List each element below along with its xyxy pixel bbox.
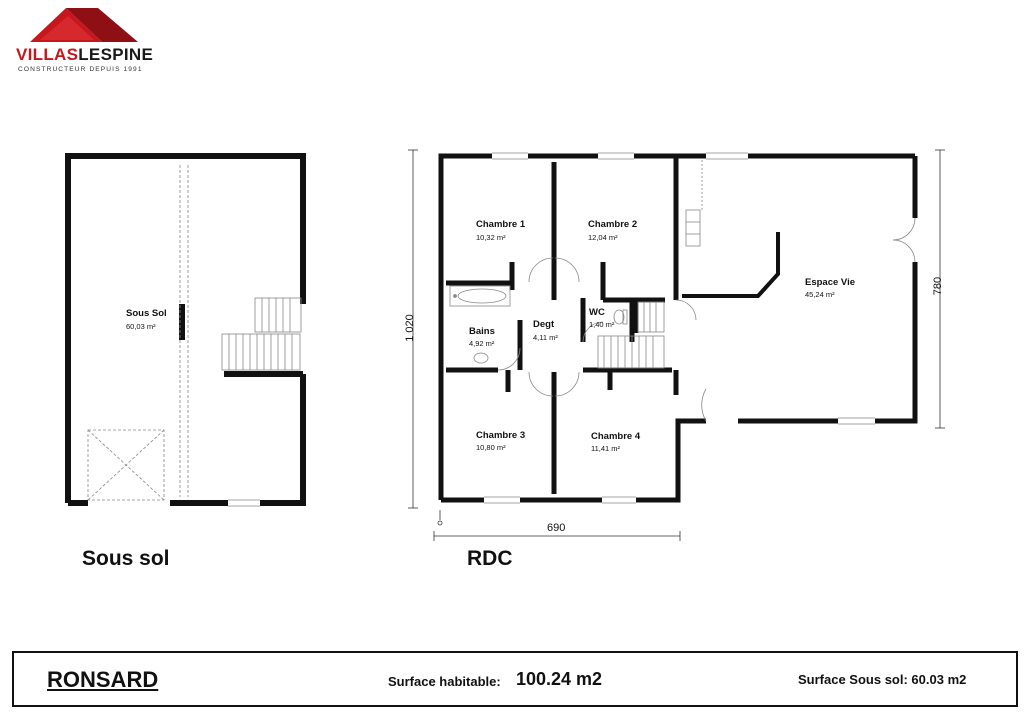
room-area-chambre-4: 11,41 m² (591, 444, 621, 453)
rdc-plan (408, 149, 945, 541)
plan-title-sous-sol: Sous sol (82, 547, 170, 570)
dimension-height-right: 780 (932, 276, 944, 296)
room-area-chambre-2: 12,04 m² (588, 233, 618, 242)
sous-sol-plan (65, 153, 306, 507)
room-name-wc: WC (589, 307, 605, 318)
surface-habitable-value: 100.24 m2 (516, 669, 603, 689)
dimension-lines (408, 149, 945, 541)
room-name-espace-vie: Espace Vie (805, 277, 856, 288)
dimension-width: 690 (547, 522, 566, 534)
room-area-chambre-1: 10,32 m² (476, 233, 506, 242)
brand-name-part1: VILLAS (16, 45, 79, 64)
brand-name-part2: LESPINE (78, 45, 154, 64)
room-area-bains: 4,92 m² (469, 339, 495, 348)
room-area-espace-vie: 45,24 m² (805, 290, 835, 299)
surface-sous-sol: Surface Sous sol: 60.03 m2 (798, 672, 967, 687)
room-name-degt: Degt (533, 319, 555, 330)
room-area-sous-sol: 60,03 m² (126, 322, 156, 331)
room-name-chambre-2: Chambre 2 (588, 219, 638, 230)
brand-tagline: CONSTRUCTEUR DEPUIS 1991 (18, 66, 143, 73)
plan-title-rdc: RDC (467, 547, 513, 570)
room-area-degt: 4,11 m² (533, 333, 558, 342)
room-name-chambre-4: Chambre 4 (591, 431, 641, 442)
room-area-chambre-3: 10,80 m² (476, 443, 506, 452)
model-name: RONSARD (47, 667, 159, 692)
room-name-bains: Bains (469, 326, 495, 337)
room-area-wc: 1,40 m² (589, 320, 615, 329)
room-name-sous-sol: Sous Sol (126, 308, 167, 319)
surface-habitable-label: Surface habitable: (388, 674, 501, 689)
dimension-height-left: 1 020 (404, 314, 416, 342)
room-name-chambre-1: Chambre 1 (476, 219, 526, 230)
room-name-chambre-3: Chambre 3 (476, 430, 526, 441)
footer-info-box: RONSARD Surface habitable: 100.24 m2 Sur… (12, 651, 1018, 707)
logo-roof-icon (30, 8, 138, 42)
brand-name: VILLASLESPINE (16, 45, 153, 65)
